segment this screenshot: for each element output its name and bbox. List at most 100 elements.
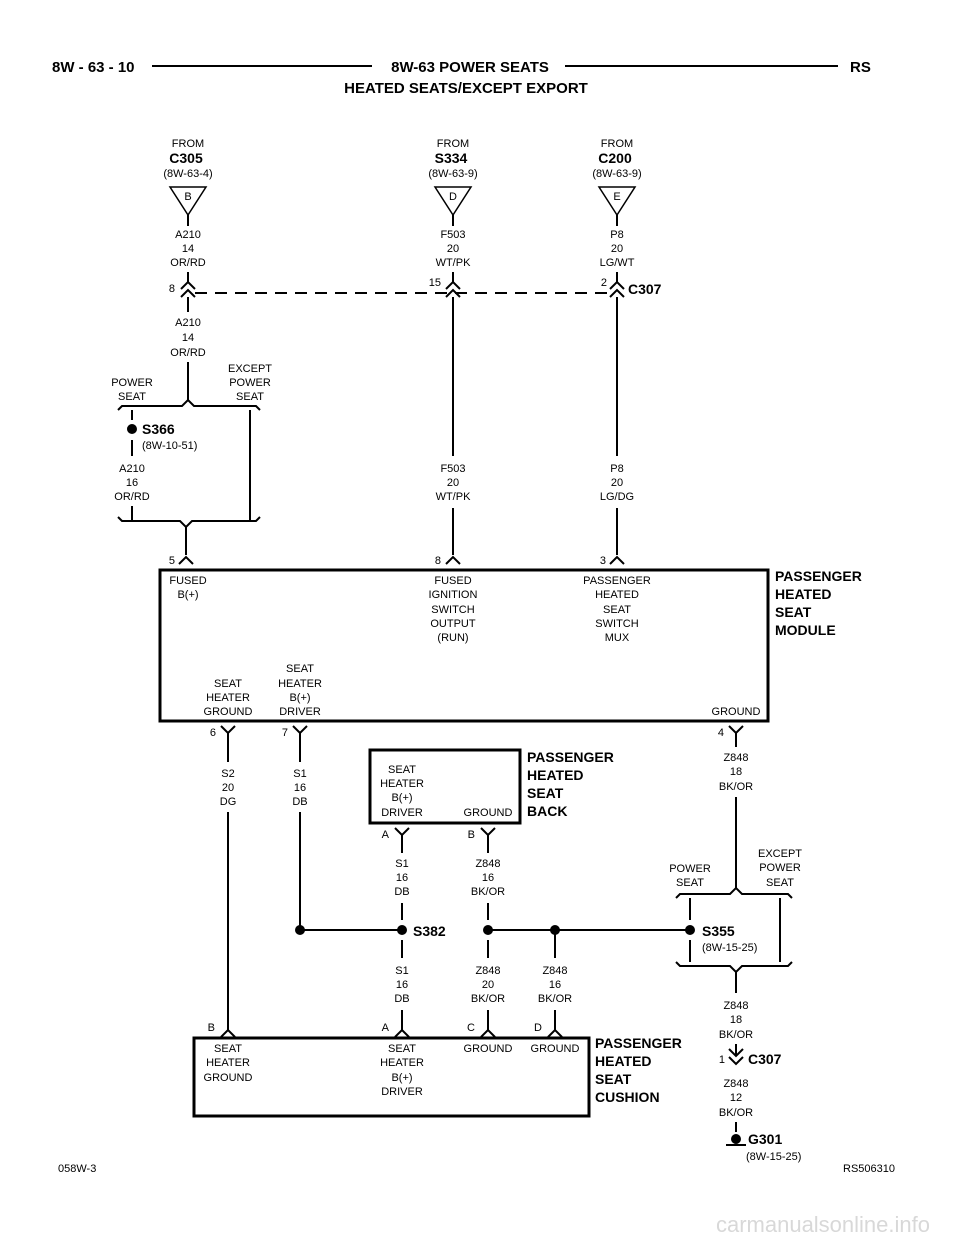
wire-gauge: 16 [549, 979, 561, 991]
pin-number: 5 [169, 555, 175, 567]
option-label-except: POWER [759, 862, 801, 874]
module-top-pins: 5 8 3 [169, 555, 625, 567]
pin-function-label: FUSED [169, 575, 206, 587]
female-terminal-icon [728, 1056, 744, 1066]
wire-gauge: 20 [482, 979, 494, 991]
component-name: PASSENGER [527, 749, 614, 765]
wire-color: DB [394, 993, 409, 1005]
option-bracket [117, 398, 261, 411]
pin-function-label: SEAT [214, 1043, 242, 1055]
pin-number: 6 [210, 727, 216, 739]
module-name: HEATED [775, 586, 832, 602]
female-terminal-icon [180, 288, 196, 298]
wire-color: DG [220, 796, 237, 808]
wire-z848-16b: Z848 16 BK/OR [538, 965, 572, 1030]
module-name: MODULE [775, 622, 836, 638]
connector-name: C307 [748, 1051, 782, 1067]
male-terminal-icon [180, 280, 196, 290]
connector-triangle-icon [433, 186, 473, 217]
wire-gauge: 14 [182, 243, 194, 255]
component-name: SEAT [595, 1071, 632, 1087]
wire-z848-18b: Z848 18 BK/OR [719, 1000, 753, 1056]
option-bracket-merge [117, 516, 261, 529]
male-terminal-icon [394, 827, 410, 837]
wire-z848-12: Z848 12 BK/OR [719, 1078, 753, 1132]
wire-z848-18: Z848 18 BK/OR [719, 733, 753, 888]
option-label-except: SEAT [236, 391, 264, 403]
wire-code: Z848 [475, 858, 500, 870]
pin-number: 1 [719, 1054, 725, 1066]
wire-gauge: 20 [447, 243, 459, 255]
wire-p8-mid: P8 20 LG/DG [600, 297, 634, 555]
pin-function-label: GROUND [531, 1043, 580, 1055]
splice-dot-icon [483, 925, 493, 935]
pin-function-label: SWITCH [595, 618, 638, 630]
pin-letter: D [534, 1022, 542, 1034]
pin-function-label: DRIVER [381, 807, 423, 819]
pin-function-label: B(+) [391, 792, 412, 804]
splice-dot-icon [295, 925, 305, 935]
wire-code: P8 [610, 229, 623, 241]
pin-function-label: HEATER [380, 778, 424, 790]
pin-function-label: MUX [605, 632, 630, 644]
pin-function-label: HEATER [206, 1057, 250, 1069]
pin-letter: B [208, 1022, 215, 1034]
source-c200: FROM C200 (8W-63-9) E P8 20 LG/WT [592, 138, 641, 269]
module-name: PASSENGER [775, 568, 862, 584]
pin-function-label: B(+) [289, 692, 310, 704]
option-label-except: EXCEPT [228, 363, 272, 375]
pin-function-label: GROUND [712, 706, 761, 718]
splice-s355: S355 (8W-15-25) [675, 923, 793, 993]
source-connector-name: C305 [169, 150, 203, 166]
wire-s1-back: S1 16 DB [394, 835, 410, 920]
wire-code: Z848 [475, 965, 500, 977]
header-section-title: 8W-63 POWER SEATS [391, 59, 549, 76]
component-name: BACK [527, 803, 567, 819]
pin-function-label: PASSENGER [583, 575, 651, 587]
wire-code: S1 [293, 768, 306, 780]
connector-triangle-icon [168, 186, 208, 217]
pin-letter: A [382, 829, 390, 841]
male-terminal-icon [445, 280, 461, 290]
option-label-power-seat: POWER [111, 377, 153, 389]
wire-gauge: 16 [396, 979, 408, 991]
splice-dot-icon [127, 424, 137, 434]
wire-color: LG/DG [600, 491, 634, 503]
ground-name: G301 [748, 1131, 782, 1147]
option-bracket [675, 886, 793, 899]
wire-color: OR/RD [114, 491, 150, 503]
pin-function-label: HEATER [206, 692, 250, 704]
wire-gauge: 18 [730, 1014, 742, 1026]
source-pin: D [449, 191, 457, 203]
source-ref: (8W-63-4) [163, 168, 212, 180]
wire-color: DB [292, 796, 307, 808]
wire-gauge: 14 [182, 332, 194, 344]
splice-dot-icon [685, 925, 695, 935]
seat-back-box [368, 748, 522, 825]
connector-triangle-icon [597, 186, 637, 217]
wire-gauge: 12 [730, 1092, 742, 1104]
option-branch-top: POWER SEAT EXCEPT POWER SEAT [111, 363, 272, 512]
cushion-pins: B A C D [208, 1022, 563, 1038]
pin-function-label: SEAT [286, 663, 314, 675]
female-terminal-icon [609, 555, 625, 565]
wire-color: BK/OR [538, 993, 572, 1005]
wire-code: S2 [221, 768, 234, 780]
wire-code: Z848 [723, 1078, 748, 1090]
male-terminal-icon [220, 725, 236, 735]
female-terminal-icon [547, 1028, 563, 1038]
male-terminal-icon [728, 1048, 744, 1058]
source-connector-name: C200 [598, 150, 632, 166]
wire-color: BK/OR [719, 1029, 753, 1041]
watermark: carmanualsonline.info [716, 1212, 930, 1237]
wire-f503-mid: F503 20 WT/PK [436, 297, 471, 555]
pin-function-label: GROUND [464, 1043, 513, 1055]
wire-code: Z848 [723, 1000, 748, 1012]
wire-color: DB [394, 886, 409, 898]
component-name: HEATED [595, 1053, 652, 1069]
female-terminal-icon [609, 288, 625, 298]
pin-number: 8 [435, 555, 441, 567]
pin-function-label: SEAT [388, 764, 416, 776]
